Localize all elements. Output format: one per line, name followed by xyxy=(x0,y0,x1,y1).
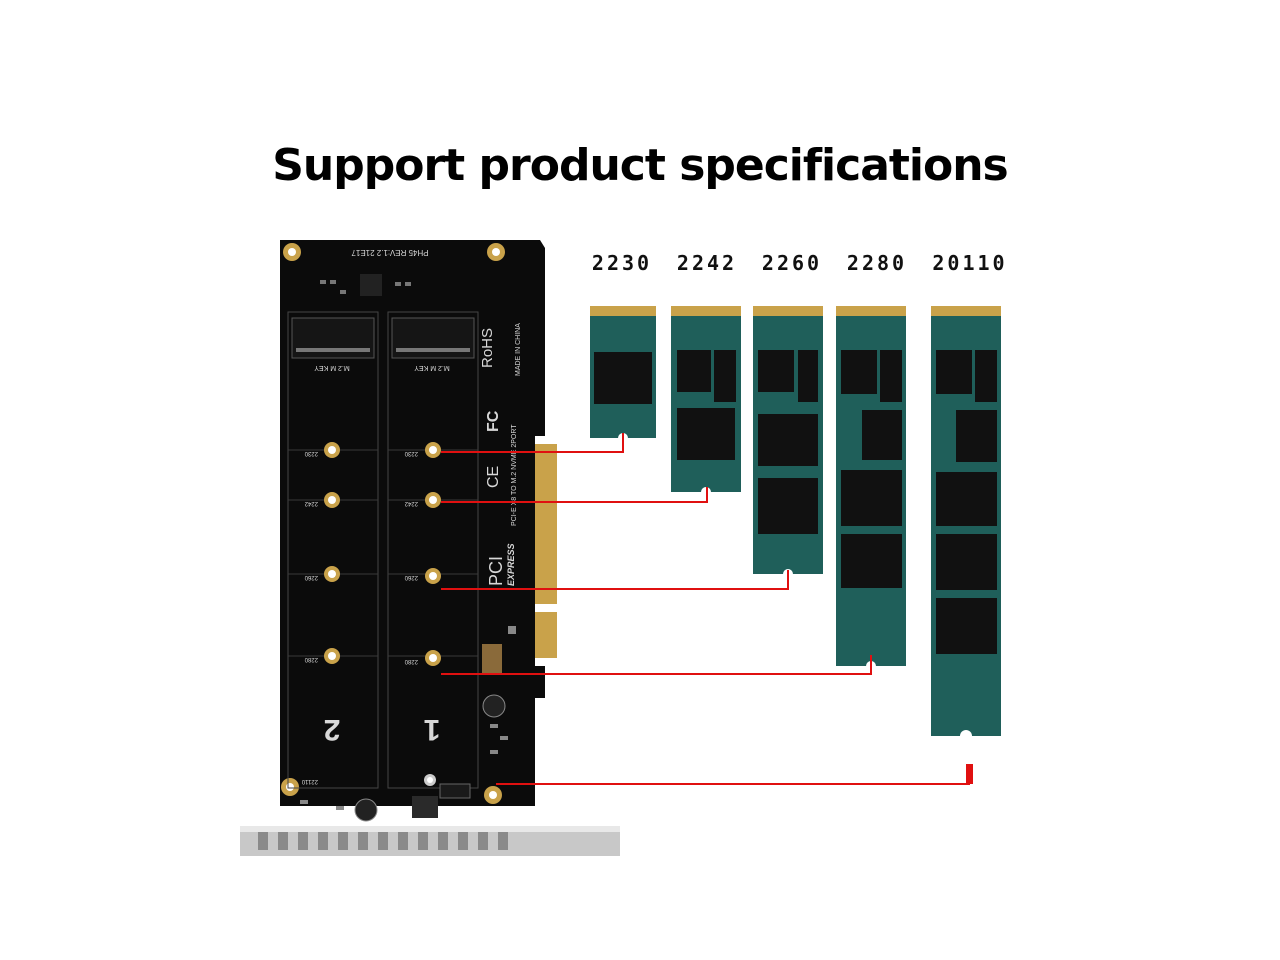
size-label-2280: 2280 xyxy=(847,251,907,275)
hole-label-2260-b: 2260 xyxy=(404,574,418,580)
size-label-2260: 2260 xyxy=(762,251,822,275)
product-name: PCI-E X8 TO M.2 NVME 2PORT xyxy=(511,424,518,526)
hole-label-2260-a: 2260 xyxy=(304,574,318,580)
hole-label-22110: 22110 xyxy=(301,778,318,784)
size-label-20110: 20110 xyxy=(932,251,1007,275)
made-in-label: MADE IN CHINA xyxy=(515,323,522,376)
pci-logo-text: PCI xyxy=(486,556,506,586)
pcie-card: M.2 M KEY M.2 M KEY PH45 REV:1.2 21E17 2… xyxy=(280,240,557,822)
standoff-holes xyxy=(324,442,441,786)
hole-label-2230-a: 2230 xyxy=(304,450,318,456)
ssd-22110 xyxy=(931,306,1001,742)
mount-position-indicators xyxy=(441,433,970,785)
key-label-1: M.2 M KEY xyxy=(414,364,450,371)
key-label-2: M.2 M KEY xyxy=(314,364,350,371)
component-inductor xyxy=(482,644,502,674)
ce-mark: CE xyxy=(485,466,502,488)
size-label-2230: 2230 xyxy=(592,251,652,275)
ssd-2260 xyxy=(753,306,823,579)
hole-label-2280-a: 2280 xyxy=(304,656,318,662)
hole-label-2280-b: 2280 xyxy=(404,658,418,664)
size-label-2242: 2242 xyxy=(677,251,737,275)
hole-label-2242-a: 2242 xyxy=(304,500,318,506)
hole-label-2230-b: 2230 xyxy=(404,450,418,456)
page-title: Support product specifications xyxy=(272,140,1009,191)
slot-number-2: 2 xyxy=(324,713,341,746)
board-revision: PH45 REV:1.2 21E17 xyxy=(351,248,429,257)
ssd-2242 xyxy=(671,306,741,497)
ssd-2230 xyxy=(590,306,656,443)
express-logo-text: EXPRESS xyxy=(506,543,516,586)
fc-mark: FC xyxy=(485,410,502,432)
hole-label-2242-b: 2242 xyxy=(404,500,418,506)
metal-bracket xyxy=(240,826,620,856)
pcie-gold-fingers xyxy=(535,444,557,604)
rohs-mark: RoHS xyxy=(479,328,496,368)
ssd-2280 xyxy=(836,306,906,671)
slot-number-1: 1 xyxy=(424,713,441,746)
